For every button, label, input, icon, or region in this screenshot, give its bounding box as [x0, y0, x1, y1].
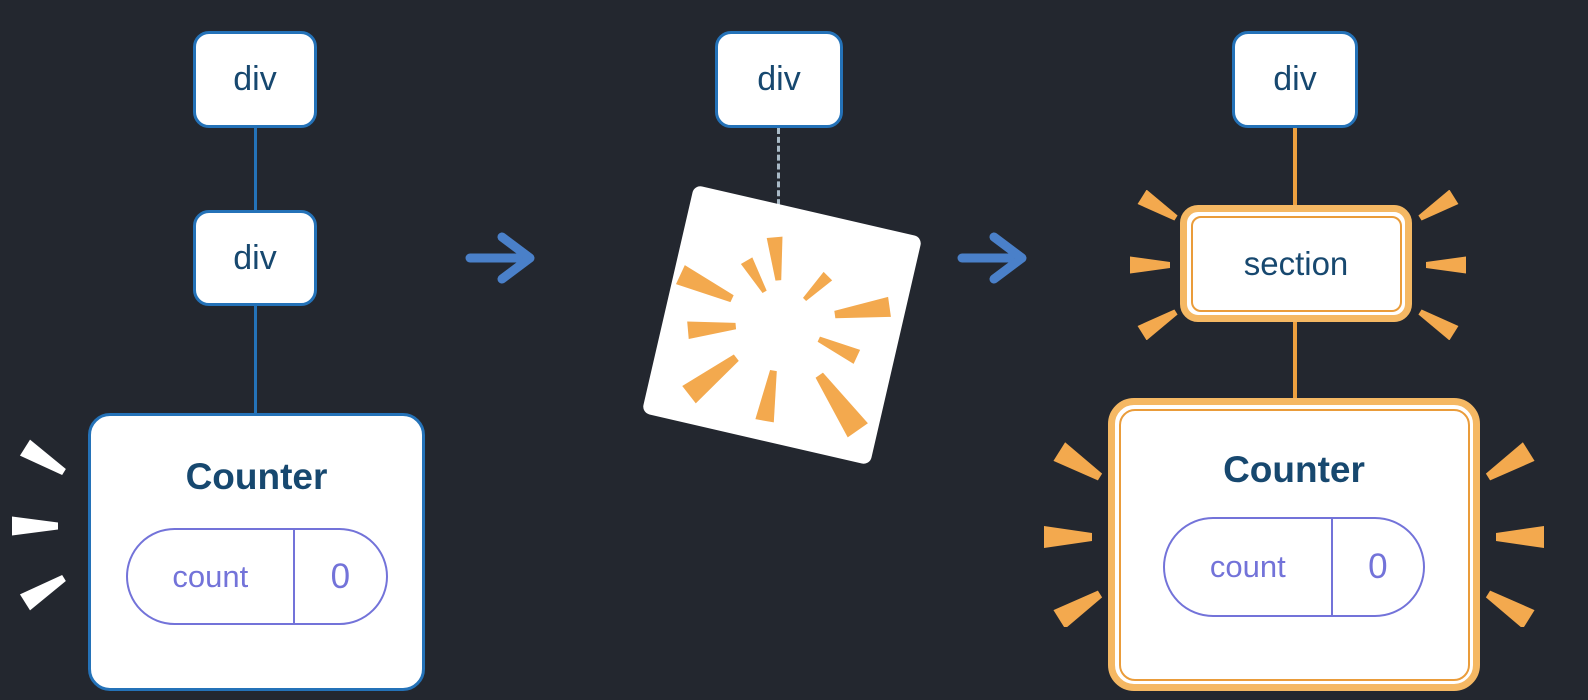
counter-title: Counter: [185, 456, 328, 497]
burst-mark: [803, 271, 833, 301]
burst-marks-orange: [1418, 190, 1466, 340]
burst-mark: [1418, 309, 1459, 340]
tree-connector-orange: [1293, 322, 1297, 400]
burst-marks-white: [12, 439, 66, 611]
poof-explosion-icon: [675, 236, 891, 438]
burst-mark: [687, 321, 737, 339]
node-div-detached: div: [715, 31, 843, 128]
tree-connector: [254, 306, 257, 413]
node-label: div: [233, 238, 277, 277]
burst-mark: [675, 265, 734, 303]
node-div-root-before: div: [193, 31, 317, 128]
burst-mark: [1485, 442, 1535, 481]
burst-mark: [19, 439, 66, 475]
state-name: count: [128, 530, 296, 623]
burst-mark: [1137, 190, 1178, 221]
counter-title: Counter: [1223, 448, 1365, 490]
state-name: count: [1165, 518, 1333, 615]
counter-component-after: Counter count 0: [1108, 398, 1480, 691]
burst-mark: [12, 516, 58, 536]
node-label: div: [233, 60, 277, 98]
node-label: section: [1243, 244, 1349, 282]
state-value: 0: [330, 556, 351, 596]
dashed-connector: [777, 128, 780, 214]
tree-connector-orange: [1293, 128, 1297, 206]
state-pill: count 0: [125, 528, 388, 625]
node-label: div: [1273, 60, 1317, 98]
node-div-root-after: div: [1232, 31, 1358, 128]
burst-marks-orange: [1485, 442, 1544, 627]
burst-mark: [815, 372, 868, 438]
counter-inner: Counter count 0: [1118, 408, 1470, 681]
burst-mark: [1496, 526, 1544, 548]
burst-mark: [766, 236, 783, 281]
tree-connector: [254, 128, 257, 210]
node-div-child-before: div: [193, 210, 317, 306]
state-pill: count 0: [1163, 516, 1425, 617]
burst-mark: [1137, 309, 1178, 340]
burst-mark: [1418, 190, 1459, 221]
burst-mark: [755, 369, 777, 423]
node-section-inner: section: [1190, 215, 1402, 312]
node-section-after: section: [1180, 205, 1412, 322]
burst-mark: [1426, 256, 1466, 274]
burst-marks-orange: [1130, 190, 1178, 340]
burst-mark: [1053, 590, 1103, 627]
burst-mark: [1053, 442, 1103, 481]
state-value: 0: [1368, 546, 1388, 586]
arrow-right-icon: [465, 232, 535, 284]
burst-mark: [1485, 590, 1535, 627]
burst-marks-orange: [1044, 442, 1103, 627]
burst-mark: [1044, 526, 1092, 548]
burst-mark: [1130, 256, 1170, 274]
counter-component-before: Counter count 0: [88, 413, 425, 691]
node-label: div: [757, 60, 801, 98]
burst-mark: [682, 354, 739, 404]
burst-mark: [817, 336, 861, 364]
arrow-right-icon: [957, 232, 1027, 284]
burst-mark: [19, 575, 66, 611]
burst-mark: [834, 296, 891, 319]
burst-mark: [740, 257, 767, 294]
